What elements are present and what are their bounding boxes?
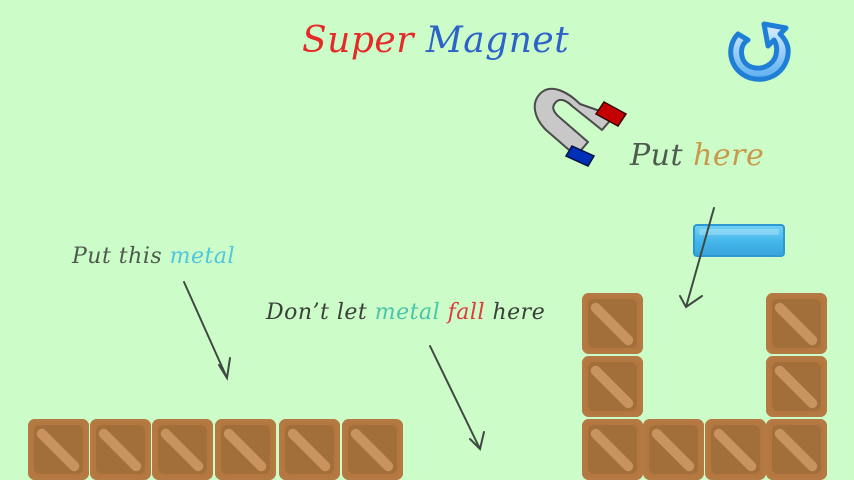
crate bbox=[342, 419, 403, 480]
arrow-to-gap-icon bbox=[429, 345, 485, 451]
hint-dont-let-metal-fall: Don’t let metal fall here bbox=[266, 300, 545, 325]
hint-highlight-fall: fall bbox=[447, 300, 485, 325]
crate bbox=[28, 419, 89, 480]
hint-highlight-metal: metal bbox=[169, 244, 236, 269]
restart-button[interactable] bbox=[720, 12, 796, 88]
hint-put-this-metal: Put this metal bbox=[72, 244, 235, 269]
crate bbox=[582, 419, 643, 480]
hint-put-here: Put here bbox=[630, 138, 764, 173]
hint-space bbox=[440, 300, 448, 325]
game-title: Super Magnet bbox=[302, 20, 569, 61]
magnet-icon bbox=[533, 87, 628, 167]
title-word-magnet: Magnet bbox=[425, 20, 570, 61]
crate bbox=[582, 293, 643, 354]
crate bbox=[705, 419, 766, 480]
magnet[interactable] bbox=[530, 78, 640, 170]
hint-text: Put bbox=[630, 138, 694, 173]
hint-text: Put this bbox=[72, 244, 170, 269]
arrow-to-metal-icon bbox=[183, 281, 231, 381]
title-word-super: Super bbox=[302, 20, 414, 61]
hint-highlight-here: here bbox=[693, 138, 765, 173]
hint-highlight-metal: metal bbox=[374, 300, 441, 325]
arrow-to-target-icon bbox=[679, 207, 715, 309]
crate bbox=[766, 293, 827, 354]
crate bbox=[582, 356, 643, 417]
crate bbox=[643, 419, 704, 480]
crate bbox=[766, 356, 827, 417]
crate bbox=[152, 419, 213, 480]
crate bbox=[215, 419, 276, 480]
hint-text: Don’t let bbox=[266, 300, 375, 325]
crate bbox=[766, 419, 827, 480]
hint-text: here bbox=[485, 300, 546, 325]
crate bbox=[90, 419, 151, 480]
crate bbox=[279, 419, 340, 480]
restart-icon bbox=[728, 21, 791, 82]
metal-bar[interactable] bbox=[693, 224, 785, 257]
